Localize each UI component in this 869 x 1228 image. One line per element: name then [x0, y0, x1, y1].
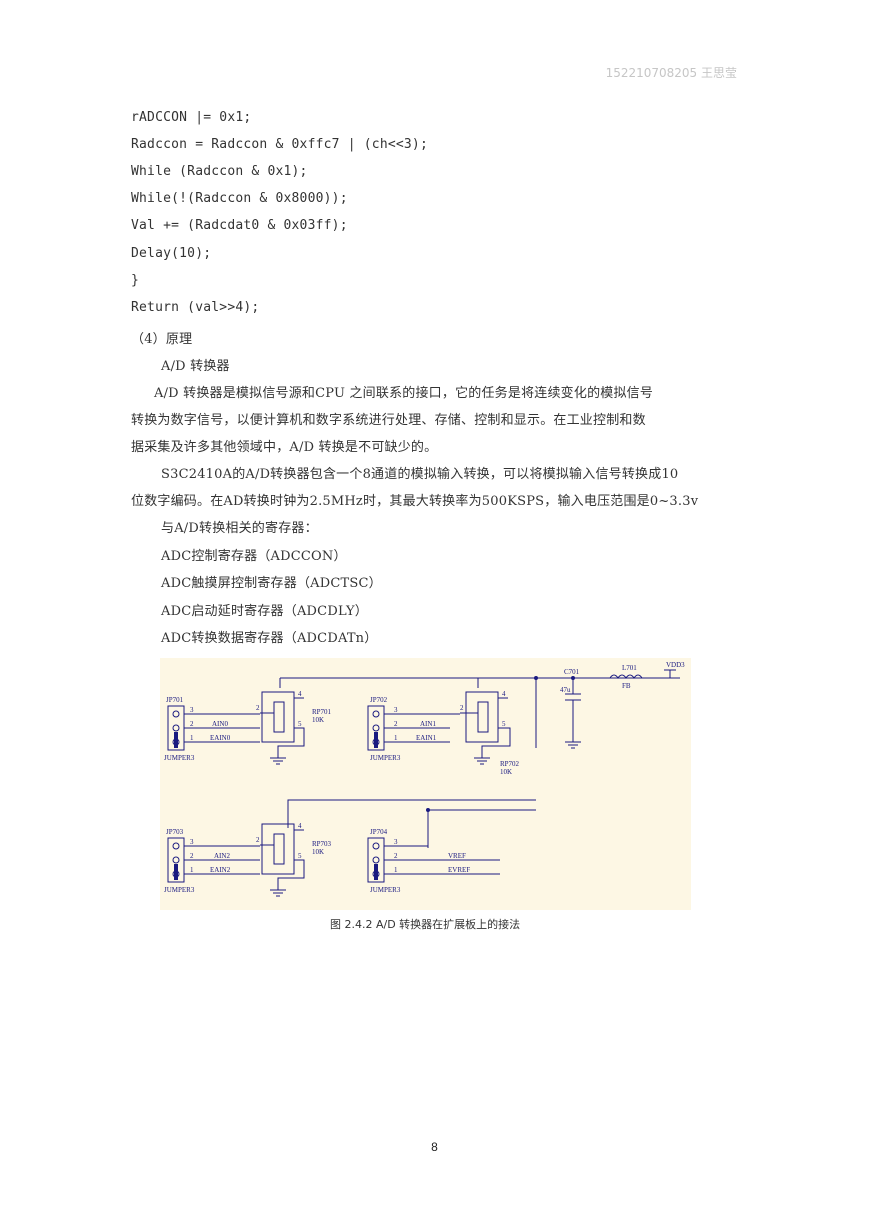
label-pin: 3	[190, 838, 194, 846]
label-ain0: AIN0	[212, 720, 228, 728]
label-10k: 10K	[312, 716, 324, 724]
label-ain1: AIN1	[420, 720, 436, 728]
paragraph-line: S3C2410A的A/D转换器包含一个8通道的模拟输入转换，可以将模拟输入信号转…	[161, 467, 679, 482]
label-pin: 2	[460, 704, 464, 712]
label-jp701: JP701	[166, 696, 184, 704]
paragraph-line: 位数字编码。在AD转换时钟为2.5MHz时，其最大转换率为500KSPS，输入电…	[131, 494, 699, 509]
label-jumper: JUMPER3	[164, 754, 195, 762]
label-pin: 3	[190, 706, 194, 714]
label-pin: 5	[298, 852, 302, 860]
label-rp702: RP702	[500, 760, 520, 768]
label-jumper: JUMPER3	[370, 754, 401, 762]
label-jp703: JP703	[166, 828, 184, 836]
label-capacitance: 47u	[560, 686, 571, 694]
circuit-diagram: JP701 JUMPER3 3 2 1 AIN0 EAIN0 2 4 5 RP7…	[160, 658, 691, 910]
label-pin: 2	[394, 720, 398, 728]
label-pin: 2	[190, 852, 194, 860]
register-item: ADC启动延时寄存器（ADCDLY）	[161, 604, 368, 619]
code-line: While(!(Radccon & 0x8000));	[131, 191, 348, 206]
register-item: ADC转换数据寄存器（ADCDATn）	[161, 631, 378, 646]
label-fb: FB	[622, 682, 631, 690]
registers-intro: 与A/D转换相关的寄存器：	[161, 521, 318, 536]
code-line: Delay(10);	[131, 246, 212, 261]
register-item: ADC控制寄存器（ADCCON）	[161, 549, 347, 564]
code-line: Return (val>>4);	[131, 300, 260, 315]
label-pin: 1	[394, 866, 398, 874]
label-pin: 4	[298, 822, 302, 830]
label-pin: 4	[298, 690, 302, 698]
page-header: 152210708205 王思莹	[605, 66, 737, 80]
label-pin: 1	[190, 866, 194, 874]
label-10k: 10K	[312, 848, 324, 856]
label-rp701: RP701	[312, 708, 332, 716]
label-vref: VREF	[448, 852, 466, 860]
label-pin: 2	[394, 852, 398, 860]
label-eain1: EAIN1	[416, 734, 437, 742]
label-ain2: AIN2	[214, 852, 230, 860]
label-eain2: EAIN2	[210, 866, 231, 874]
label-pin: 2	[256, 836, 260, 844]
code-line: Val += (Radcdat0 & 0x03ff);	[131, 218, 348, 233]
page-number: 8	[431, 1140, 438, 1154]
subheading: A/D 转换器	[161, 359, 230, 374]
label-evref: EVREF	[448, 866, 470, 874]
label-rp703: RP703	[312, 840, 332, 848]
paragraph-line: 据采集及许多其他领域中，A/D 转换是不可缺少的。	[131, 440, 438, 455]
label-jp702: JP702	[370, 696, 388, 704]
label-pin: 5	[298, 720, 302, 728]
label-c701: C701	[564, 668, 580, 676]
label-pin: 5	[502, 720, 506, 728]
label-pin: 3	[394, 838, 398, 846]
code-line: rADCCON |= 0x1;	[131, 110, 252, 125]
label-10k: 10K	[500, 768, 512, 776]
label-l701: L701	[622, 664, 637, 672]
paragraph-line: A/D 转换器是模拟信号源和CPU 之间联系的接口，它的任务是将连续变化的模拟信…	[154, 386, 654, 401]
code-line: Radccon = Radccon & 0xffc7 | (ch<<3);	[131, 137, 428, 152]
label-pin: 1	[190, 734, 194, 742]
label-vdd: VDD3	[666, 661, 685, 669]
register-item: ADC触摸屏控制寄存器（ADCTSC）	[161, 576, 382, 591]
section-heading: （4）原理	[131, 332, 193, 347]
label-pin: 1	[394, 734, 398, 742]
label-pin: 2	[256, 704, 260, 712]
label-pin: 2	[190, 720, 194, 728]
label-eain0: EAIN0	[210, 734, 231, 742]
label-pin: 3	[394, 706, 398, 714]
code-line: }	[131, 273, 140, 288]
label-jp704: JP704	[370, 828, 388, 836]
label-jumper: JUMPER3	[370, 886, 401, 894]
code-line: While (Radccon & 0x1);	[131, 164, 308, 179]
paragraph-line: 转换为数字信号，以便计算机和数字系统进行处理、存储、控制和显示。在工业控制和数	[131, 413, 646, 428]
label-pin: 4	[502, 690, 506, 698]
label-jumper: JUMPER3	[164, 886, 195, 894]
figure-caption: 图 2.4.2 A/D 转换器在扩展板上的接法	[330, 918, 521, 931]
